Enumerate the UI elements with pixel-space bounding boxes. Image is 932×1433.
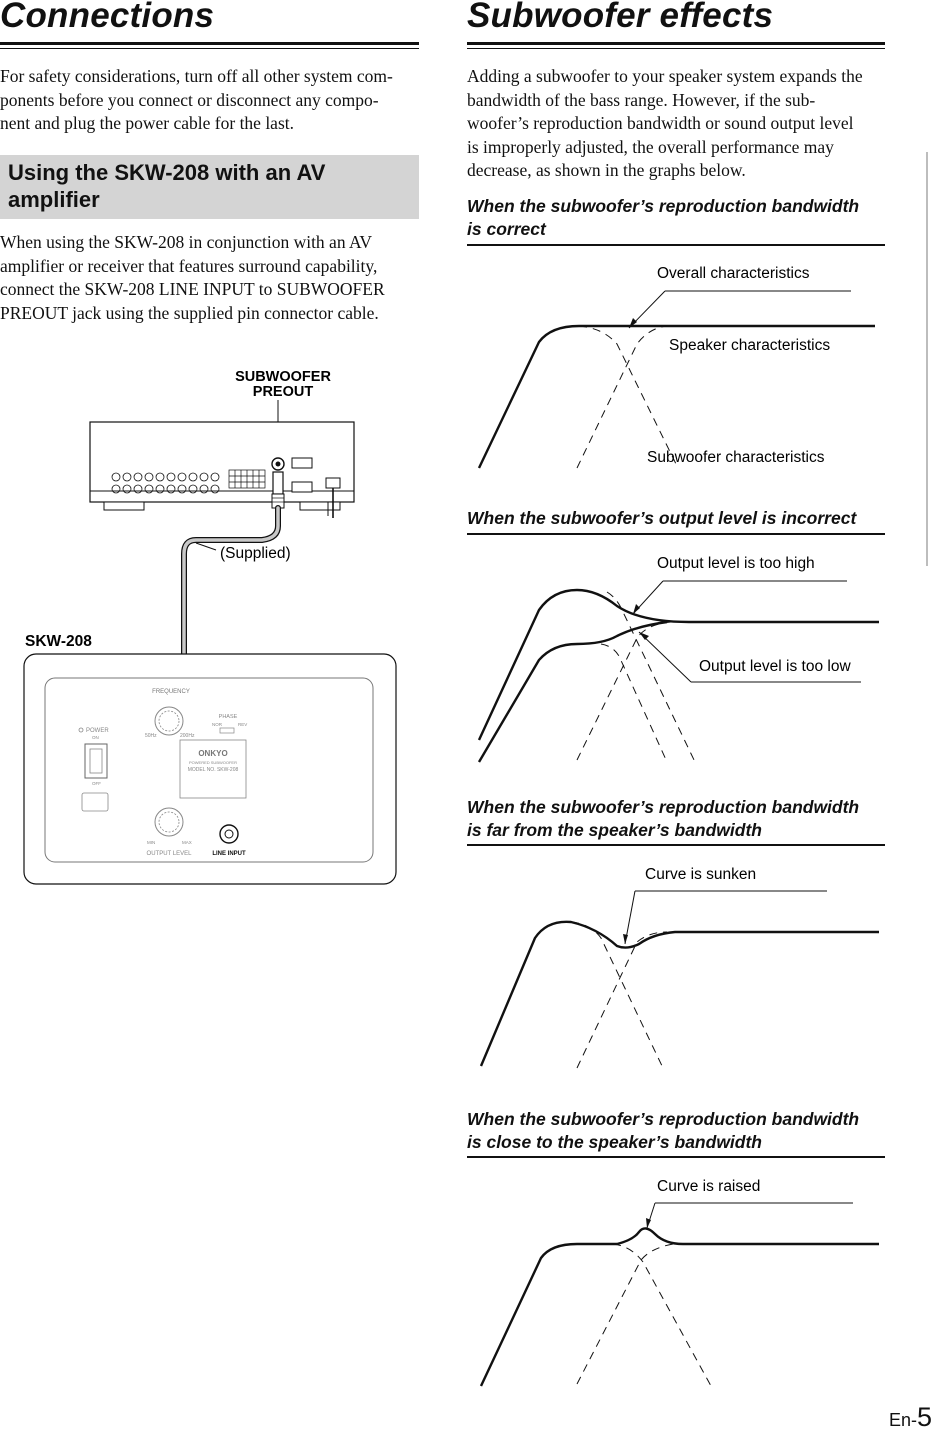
- graph3-title: When the subwoofer’s reproduction bandwi…: [467, 797, 860, 840]
- phase-switch[interactable]: [219, 727, 235, 734]
- model-line-1: POWERED SUBWOOFER: [189, 760, 237, 765]
- graph1-correct-bandwidth: Overall characteristics Speaker characte…: [477, 265, 875, 469]
- graph3-speaker-curve: [576, 931, 668, 1069]
- graph1-speaker-label: Speaker characteristics: [669, 337, 830, 354]
- graph4-overall-curve: [479, 1227, 879, 1387]
- graph4-raised-label: Curve is raised: [657, 1178, 760, 1195]
- page-number: En-5: [889, 1402, 932, 1433]
- subwoofer-effects-title-rule: [467, 42, 885, 45]
- brand-logo: ONKYO: [198, 749, 227, 758]
- connections-title: Connections: [0, 0, 215, 35]
- subsection-title: Using the SKW-208 with an AV amplifier: [8, 160, 326, 212]
- amplifier-rear-panel: [89, 421, 355, 518]
- graph4-subwoofer-curve: [612, 1243, 712, 1387]
- graph3-overall-curve: [479, 920, 879, 1067]
- graph1-overall-label: Overall characteristics: [657, 265, 810, 282]
- graph1-title: When the subwoofer’s reproduction bandwi…: [467, 196, 860, 239]
- graph2-title-rule: [467, 533, 885, 535]
- graph2-speaker-curve: [576, 621, 672, 761]
- power-label: POWER: [86, 728, 109, 734]
- side-tab-marker: [926, 152, 928, 566]
- graph4-title: When the subwoofer’s reproduction bandwi…: [467, 1109, 860, 1152]
- graph1-speaker-curve: [576, 325, 668, 469]
- subwoofer-effects-title: Subwoofer effects: [467, 0, 774, 35]
- page-prefix: En-: [888, 1410, 917, 1430]
- subwoofer-effects-intro: Adding a subwoofer to your speaker syste…: [467, 66, 863, 180]
- graph3-sunken-label: Curve is sunken: [645, 866, 756, 883]
- model-line-2: MODEL NO. SKW-208: [188, 767, 239, 773]
- subwoofer-effects-title-rule-thin: [467, 48, 885, 49]
- power-cord-inlet: [81, 792, 109, 812]
- graph2-too-low-label: Output level is too low: [699, 658, 851, 675]
- graph2-sub-high-curve: [606, 591, 696, 763]
- graph2-output-level: Output level is too high Output level is…: [477, 555, 879, 763]
- page-number-value: 5: [916, 1402, 932, 1432]
- freq-min-label: 50Hz: [145, 733, 157, 739]
- subwoofer-panel: FREQUENCY 50Hz 200Hz PHASE NOR REV POWER…: [23, 653, 397, 885]
- power-on-label: ON: [92, 735, 99, 740]
- connection-diagram: SUBWOOFER PREOUT (Supplied: [23, 369, 397, 885]
- graph2-too-high-label: Output level is too high: [657, 555, 815, 572]
- power-off-label: OFF: [92, 781, 101, 786]
- preout-label-1: SUBWOOFER: [235, 369, 331, 385]
- phase-reverse-label: REV: [238, 722, 247, 727]
- model-plate: [179, 739, 247, 799]
- unit-label: SKW-208: [25, 633, 92, 650]
- graph3-far-bandwidth: Curve is sunken: [479, 866, 879, 1069]
- graph4-close-bandwidth: Curve is raised: [479, 1178, 879, 1387]
- graph1-subwoofer-curve: [578, 325, 678, 467]
- graph1-title-rule: [467, 244, 885, 246]
- line-input-label: LINE INPUT: [212, 851, 246, 857]
- graph2-too-high-curve: [477, 588, 879, 741]
- graph1-subwoofer-label: Subwoofer characteristics: [647, 449, 825, 466]
- connections-intro: For safety considerations, turn off all …: [0, 66, 393, 133]
- graph4-title-rule: [467, 1156, 885, 1158]
- phase-label: PHASE: [219, 714, 238, 720]
- supplied-leader: [195, 542, 217, 551]
- frequency-label: FREQUENCY: [152, 689, 190, 695]
- freq-max-label: 200Hz: [180, 733, 195, 739]
- subsection-header: Using the SKW-208 with an AV amplifier: [0, 155, 419, 219]
- connections-title-rule-thin: [0, 48, 419, 49]
- graph3-title-rule: [467, 844, 885, 846]
- level-min-label: MIN: [147, 840, 155, 845]
- graph4-speaker-curve: [576, 1243, 674, 1385]
- graph2-too-low-curve: [477, 620, 668, 763]
- graph2-sub-low-curve: [600, 643, 668, 763]
- graph1-overall-curve: [477, 324, 627, 469]
- phase-normal-label: NOR: [212, 722, 223, 727]
- cable-label: (Supplied): [220, 545, 291, 562]
- output-level-label: OUTPUT LEVEL: [147, 851, 193, 857]
- preout-label-2: PREOUT: [253, 384, 314, 400]
- subsection-text: When using the SKW-208 in conjunction wi…: [0, 232, 385, 323]
- graph2-too-low-pointer: [638, 631, 692, 683]
- level-max-label: MAX: [182, 840, 192, 845]
- graph2-title: When the subwoofer’s output level is inc…: [467, 508, 857, 528]
- connections-title-rule: [0, 42, 419, 45]
- graph3-subwoofer-curve: [570, 921, 664, 1069]
